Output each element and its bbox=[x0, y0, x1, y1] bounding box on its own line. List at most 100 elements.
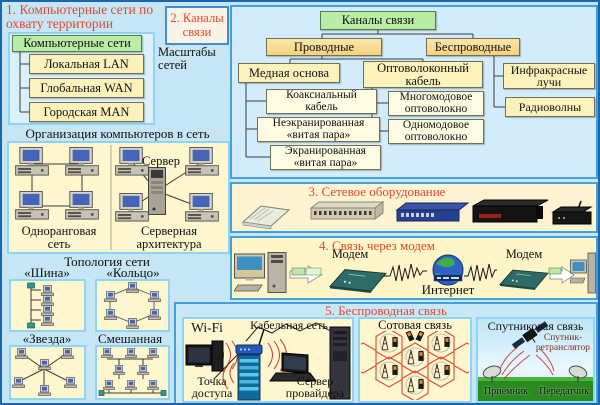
computer-icon bbox=[38, 385, 51, 396]
subwoofer-tower-icon bbox=[237, 354, 261, 401]
section1-heading: 1. Компьютерные сети по охвату территори… bbox=[6, 2, 154, 32]
satellite-panel: Спутниковая связь Спутник-ретранслятор П… bbox=[476, 317, 595, 403]
computer-icon bbox=[185, 193, 219, 222]
dish-transmitter-icon bbox=[568, 365, 588, 382]
organisation-panel: Сервер Одноранговая сеть Серверная архит… bbox=[7, 141, 230, 254]
topology-mixed-panel bbox=[95, 345, 170, 400]
satellite-wave-arcs bbox=[499, 346, 555, 380]
channels-panel: Каналы связи Проводные Беспроводные Медн… bbox=[230, 5, 598, 179]
wifi-panel: Wi-Fi Кабельная сеть Точка доступа Серве… bbox=[182, 317, 354, 403]
server-architecture-label: Серверная архитектура bbox=[136, 224, 202, 251]
box-wired: Проводные bbox=[266, 38, 382, 56]
organisation-heading: Организация компьютеров в сеть bbox=[25, 126, 210, 141]
bus-topology-art bbox=[27, 282, 54, 329]
box-channels-root: Каналы связи bbox=[320, 11, 436, 30]
computer-icon bbox=[104, 291, 117, 302]
computer-icon bbox=[113, 365, 125, 375]
computer-icon bbox=[115, 193, 149, 222]
computer-icon bbox=[65, 147, 99, 176]
computer-icon bbox=[61, 348, 74, 359]
server-icon bbox=[148, 167, 166, 215]
cable-network-label: Кабельная сеть bbox=[250, 318, 328, 332]
analog-signal-wave bbox=[384, 263, 427, 282]
arrow-right-icon bbox=[548, 266, 575, 284]
computer-icon bbox=[185, 147, 219, 176]
satellite-title: Спутниковая связь bbox=[487, 319, 584, 333]
box-lan: Локальная LAN bbox=[29, 54, 144, 74]
computer-icon bbox=[41, 315, 54, 326]
access-point-icon bbox=[235, 328, 265, 355]
computer-icon bbox=[101, 348, 113, 358]
computer-icon bbox=[103, 380, 115, 390]
box-radio: Радиоволны bbox=[505, 97, 595, 117]
wifi-art bbox=[185, 322, 351, 401]
provider-server-icon bbox=[329, 326, 351, 400]
box-singlemode: Одномодовое оптоволокно bbox=[388, 119, 484, 144]
network-types-panel: Компьютерные сети Локальная LAN Глобальн… bbox=[8, 32, 155, 125]
satellite-repeater-label: Спутник-ретранслятор bbox=[535, 333, 591, 353]
box-man: Городская MAN bbox=[29, 102, 144, 122]
organisation-art bbox=[15, 145, 219, 250]
computer-icon bbox=[147, 348, 159, 358]
hardware-icons bbox=[241, 199, 593, 230]
box-multimode: Многомодовое оптоволокно bbox=[388, 91, 484, 116]
computer-icon bbox=[137, 365, 149, 375]
cable-line bbox=[245, 322, 335, 342]
satellite-icon bbox=[511, 321, 549, 349]
transmitter-label: Передатчик bbox=[539, 386, 589, 397]
computer-icon bbox=[125, 348, 137, 358]
analog-signal-wave bbox=[464, 263, 497, 282]
internet-label: Интернет bbox=[421, 282, 475, 297]
computer-icon bbox=[125, 380, 137, 390]
topology-mixed-label: Смешанная bbox=[97, 331, 163, 346]
computer-icon bbox=[65, 191, 99, 220]
computer-icon bbox=[148, 309, 161, 320]
computer-icon bbox=[148, 291, 161, 302]
star-topology-art bbox=[12, 348, 77, 396]
wifi-router-icon bbox=[551, 200, 593, 225]
desktop-pc-icon bbox=[185, 340, 224, 372]
cell-wave-arcs bbox=[379, 333, 451, 395]
hexagon-cells bbox=[361, 331, 469, 400]
topology-bus-panel bbox=[9, 279, 86, 332]
scale-note: Масштабы сетей bbox=[158, 45, 216, 72]
computer-icon bbox=[147, 380, 159, 390]
computer-icon bbox=[38, 359, 51, 370]
section5-heading: 5. Беспроводная связь bbox=[325, 303, 447, 318]
hub-icon bbox=[309, 201, 385, 220]
box-coaxial: Коаксиальный кабель bbox=[266, 89, 377, 114]
section2-heading: 2. Каналы связи bbox=[170, 11, 224, 39]
computer-icon bbox=[15, 191, 49, 220]
switch-icon bbox=[395, 202, 470, 222]
topology-star-label: «Звезда» bbox=[22, 331, 72, 346]
peer-network-label: Одноранговая сеть bbox=[21, 224, 97, 251]
topology-heading: Топология сети bbox=[64, 254, 150, 269]
computer-icon bbox=[64, 377, 77, 388]
wifi-title: Wi-Fi bbox=[191, 320, 223, 335]
box-copper: Медная основа bbox=[238, 63, 340, 83]
modem-link-panel: 4. Связь через модем bbox=[230, 236, 598, 300]
server-label: Сервер bbox=[142, 154, 180, 168]
box-utp: Неэкранированная «витая пара» bbox=[257, 117, 380, 142]
cellular-panel: Сотовая связь bbox=[358, 317, 472, 403]
computer-icon bbox=[104, 309, 117, 320]
satellite-art bbox=[478, 321, 593, 401]
cellular-title: Сотовая связь bbox=[378, 318, 452, 332]
box-wireless: Беспроводные bbox=[426, 38, 520, 56]
arrow-right-icon bbox=[289, 265, 323, 284]
topology-star-panel bbox=[9, 345, 86, 400]
section3-heading: 3. Сетевое оборудование bbox=[308, 184, 446, 199]
internet-globe-icon bbox=[432, 254, 464, 286]
computer-icon bbox=[15, 348, 28, 359]
computer-icon bbox=[12, 377, 25, 388]
modem-icon bbox=[329, 269, 387, 293]
computer-icon bbox=[126, 318, 139, 329]
dish-receiver-icon bbox=[482, 365, 502, 382]
topology-ring-panel bbox=[95, 279, 170, 332]
computer-icon bbox=[570, 252, 596, 294]
receiver-label: Приёмник bbox=[484, 386, 528, 397]
modem-link-art bbox=[234, 252, 596, 294]
computer-icon bbox=[41, 295, 54, 306]
box-computer-networks: Компьютерные сети bbox=[12, 35, 142, 52]
